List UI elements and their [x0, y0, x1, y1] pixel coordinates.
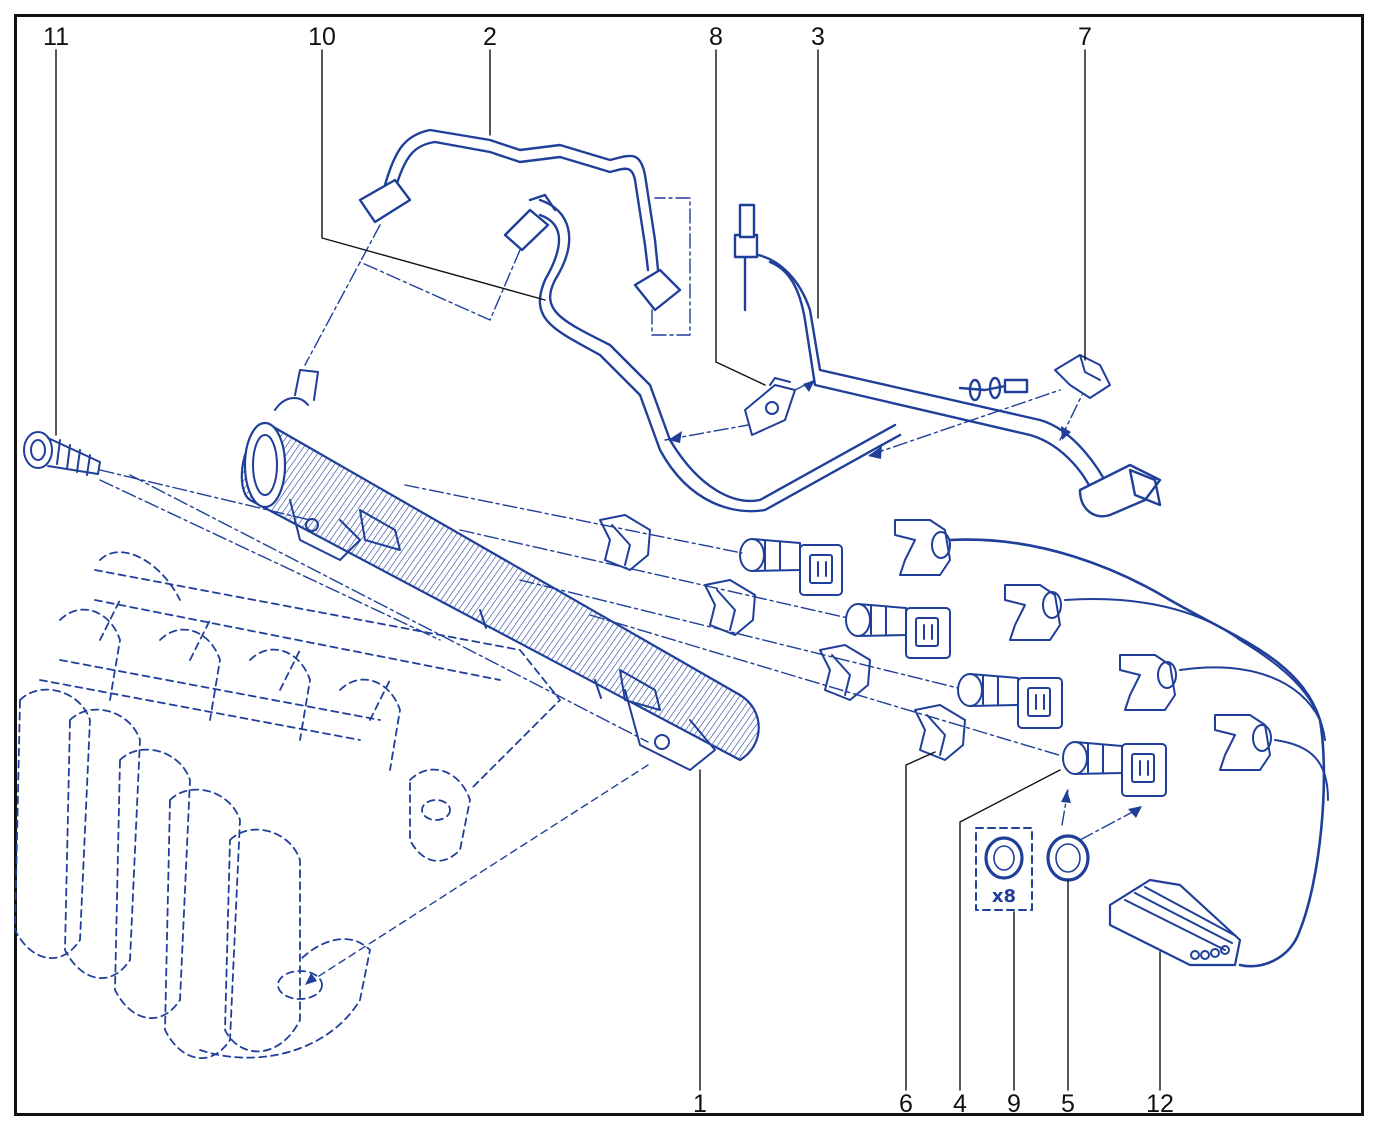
fuel-rail	[240, 369, 760, 771]
o-ring-seal-kit	[975, 827, 1033, 911]
bracket-7	[1054, 354, 1111, 399]
fuel-injector	[957, 673, 1063, 729]
fuel-injector	[1062, 741, 1167, 797]
callout-2: 2	[483, 23, 497, 51]
assembly-lines	[99, 197, 1141, 841]
injector-clip	[704, 579, 756, 636]
callout-9: 9	[1007, 1090, 1021, 1118]
seal-quantity-label: x8	[991, 886, 1017, 907]
callout-7: 7	[1078, 23, 1092, 51]
fuel-pipe-10	[503, 193, 902, 513]
fuel-injector	[845, 603, 951, 659]
injector-clip	[914, 704, 966, 761]
callout-6: 6	[899, 1090, 913, 1118]
assembly-lines-dashed	[304, 764, 649, 986]
callout-11: 11	[43, 23, 69, 51]
pipe-clip-8	[744, 377, 796, 436]
injector-clip	[819, 644, 871, 701]
callout-10: 10	[308, 23, 336, 51]
callout-4: 4	[953, 1090, 967, 1118]
fuel-pipe-3	[733, 203, 1162, 518]
injector-wiring-harness	[894, 519, 1329, 968]
callout-5: 5	[1061, 1090, 1075, 1118]
pressure-regulator-11	[23, 431, 101, 476]
o-ring-seal	[1046, 834, 1090, 882]
injector-clip	[599, 514, 651, 571]
callout-leaders	[55, 49, 1161, 1091]
assembly-arrowheads	[305, 380, 1142, 985]
callout-3: 3	[811, 23, 825, 51]
callout-8: 8	[709, 23, 723, 51]
intake-manifold-outline	[14, 551, 561, 1059]
fuel-pipe-2	[358, 128, 682, 312]
callout-12: 12	[1146, 1090, 1174, 1118]
fuel-injector	[739, 538, 843, 596]
callout-1: 1	[693, 1090, 707, 1118]
